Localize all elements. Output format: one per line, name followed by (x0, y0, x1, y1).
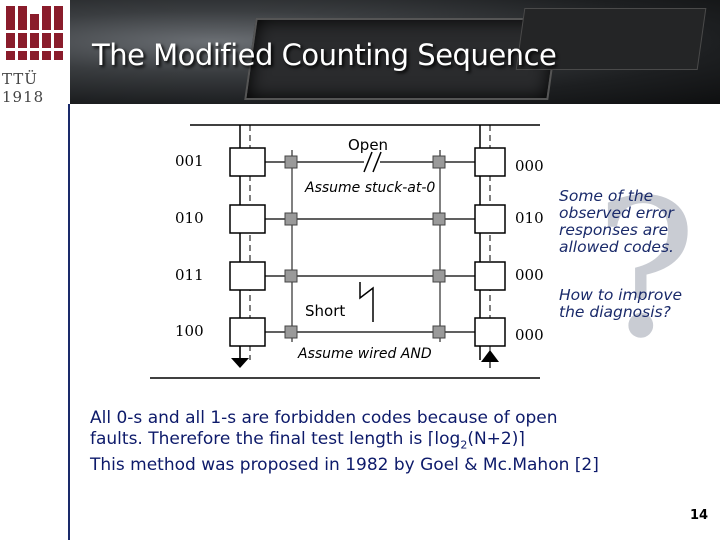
up-arrow-icon (481, 350, 499, 362)
left-cell-2 (229, 204, 266, 234)
log-text: log (434, 429, 461, 449)
question-mark-icon: ? (595, 159, 697, 380)
junction-8 (432, 325, 446, 339)
junction-2 (432, 155, 446, 169)
logo: TTÜ 1918 (0, 0, 70, 106)
body-line-3: This method was proposed in 1982 by Goel… (90, 455, 599, 476)
body-line-1: All 0-s and all 1-s are forbidden codes … (90, 408, 558, 428)
note-line-3: responses are (559, 221, 669, 239)
open-mark-1 (363, 151, 373, 173)
logo-text: TTÜ 1918 (2, 70, 45, 106)
short-note: Assume wired AND (298, 346, 432, 362)
header-banner (0, 0, 720, 104)
note-line-6: the diagnosis? (559, 303, 671, 321)
right-cell-2 (474, 204, 506, 234)
junction-5 (284, 269, 298, 283)
right-cell-4 (474, 317, 506, 347)
right-code-2: 010 (515, 209, 544, 227)
log-subscript: 2 (460, 438, 468, 452)
logo-emblem-icon (4, 4, 66, 62)
note-line-2: observed error (559, 204, 674, 222)
side-divider (68, 104, 70, 540)
note-line-4: allowed codes. (559, 238, 674, 256)
page-number: 14 (690, 508, 709, 523)
open-mark-2 (372, 151, 382, 173)
left-cell-4 (229, 317, 266, 347)
left-cell-3 (229, 261, 266, 291)
right-code-1: 000 (515, 157, 544, 175)
left-cell-1 (229, 147, 266, 177)
log-argument: (N+2) (467, 429, 519, 449)
body-line-2: faults. Therefore the final test length … (90, 429, 599, 455)
short-lightning-icon (359, 282, 374, 322)
slide-title: The Modified Counting Sequence (92, 38, 557, 72)
body-line-2-text: faults. Therefore the final test length … (90, 429, 428, 449)
open-note: Assume stuck-at-0 (305, 180, 436, 196)
junction-3 (284, 212, 298, 226)
body-paragraph: All 0-s and all 1-s are forbidden codes … (90, 408, 599, 476)
right-cell-3 (474, 261, 506, 291)
open-label: Open (348, 136, 389, 154)
left-code-1: 001 (175, 152, 204, 170)
left-code-2: 010 (175, 209, 204, 227)
junction-1 (284, 155, 298, 169)
ceil-left: ⌈ (427, 429, 435, 449)
right-code-4: 000 (515, 326, 544, 344)
right-code-3: 000 (515, 266, 544, 284)
note-line-5: How to improve (559, 286, 683, 304)
down-arrow-icon (231, 358, 249, 368)
junction-7 (284, 325, 298, 339)
right-cell-1 (474, 147, 506, 177)
left-code-3: 011 (175, 266, 204, 284)
left-code-4: 100 (175, 322, 204, 340)
note-line-1: Some of the (559, 187, 654, 205)
note-improve: How to improve the diagnosis? (559, 287, 682, 321)
short-label: Short (305, 302, 346, 320)
junction-4 (432, 212, 446, 226)
junction-6 (432, 269, 446, 283)
ceil-right: ⌉ (518, 429, 525, 449)
note-observed: Some of the observed error responses are… (559, 188, 674, 256)
